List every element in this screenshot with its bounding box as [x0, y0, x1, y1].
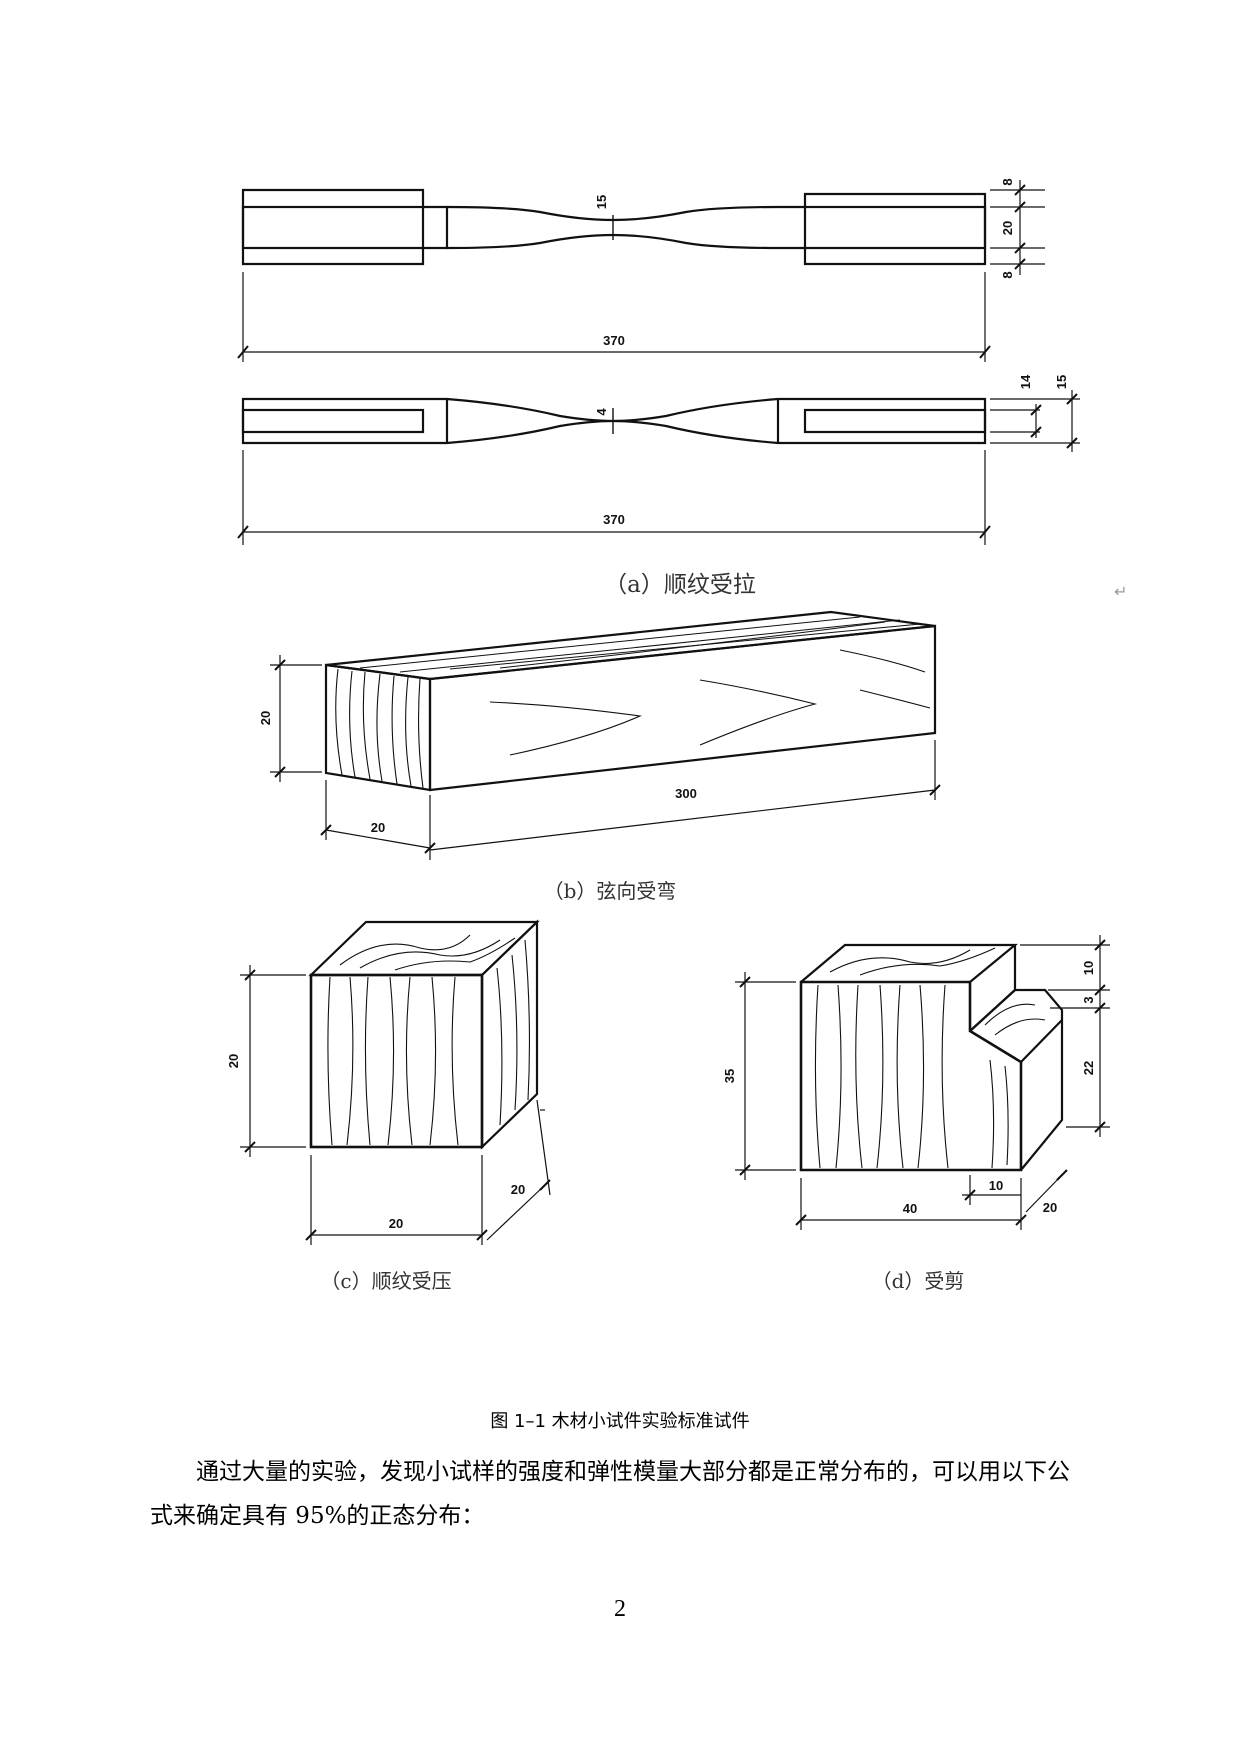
subfigure-caption-a: （a）顺纹受拉	[604, 572, 756, 598]
dimension-labels: 370 370 15 8 20 8 14 15 4 20 20 300 20 2…	[226, 178, 1096, 1231]
dim-a-mid: 20	[1000, 221, 1015, 235]
tensile-specimen-side-view	[241, 397, 987, 445]
dim-a-length-bottom: 370	[603, 512, 625, 527]
dim-c-depth: 20	[511, 1182, 525, 1197]
dim-d-top: 10	[1081, 961, 1096, 975]
dim-a-edge-top: 8	[1000, 178, 1015, 185]
subfigure-caption-d: （d）受剪	[872, 1269, 965, 1293]
dim-d-notch-width: 10	[989, 1178, 1003, 1193]
dim-b-height: 20	[258, 711, 273, 725]
compression-specimen	[308, 919, 540, 1150]
dim-d-lower: 22	[1081, 1061, 1096, 1075]
paragraph-return-mark: ↵	[1114, 582, 1128, 601]
subfigure-caption-c: （c）顺纹受压	[320, 1269, 451, 1293]
tensile-specimen-top-view	[241, 188, 987, 266]
shear-specimen	[799, 943, 1064, 1172]
dim-a-neck-thickness: 4	[594, 408, 609, 416]
figure-specimens: 370 370 15 8 20 8 14 15 4 20 20 300 20 2…	[226, 178, 1110, 1293]
figure-caption: 图 1–1 木材小试件实验标准试件	[490, 1411, 750, 1432]
dim-c-width: 20	[389, 1216, 403, 1231]
compression-dimensions	[240, 965, 551, 1245]
page-number: 2	[614, 1596, 626, 1622]
dim-d-step: 3	[1081, 996, 1096, 1003]
tensile-top-dimensions	[237, 180, 1045, 362]
bending-dimensions	[270, 655, 941, 860]
dim-d-height: 35	[722, 1069, 737, 1083]
shear-dimensions	[735, 935, 1110, 1230]
bending-specimen	[324, 610, 937, 792]
dim-a-edge-bottom: 8	[1000, 271, 1015, 278]
dim-b-length: 300	[675, 786, 697, 801]
dim-a-neck-width: 15	[594, 195, 609, 209]
dim-a-length-top: 370	[603, 333, 625, 348]
body-paragraph: 通过大量的实验，发现小试样的强度和弹性模量大部分都是正常分布的，可以用以下公式来…	[150, 1459, 1070, 1529]
dim-a-thin-total: 15	[1054, 375, 1069, 389]
dim-d-width: 40	[903, 1201, 917, 1216]
tensile-side-dimensions	[237, 390, 1080, 545]
dim-d-depth: 20	[1043, 1200, 1057, 1215]
dim-a-thin-inner: 14	[1018, 374, 1033, 389]
dim-c-height: 20	[226, 1054, 241, 1068]
subfigure-caption-b: （b）弦向受弯	[544, 879, 677, 903]
dim-b-width: 20	[371, 820, 385, 835]
